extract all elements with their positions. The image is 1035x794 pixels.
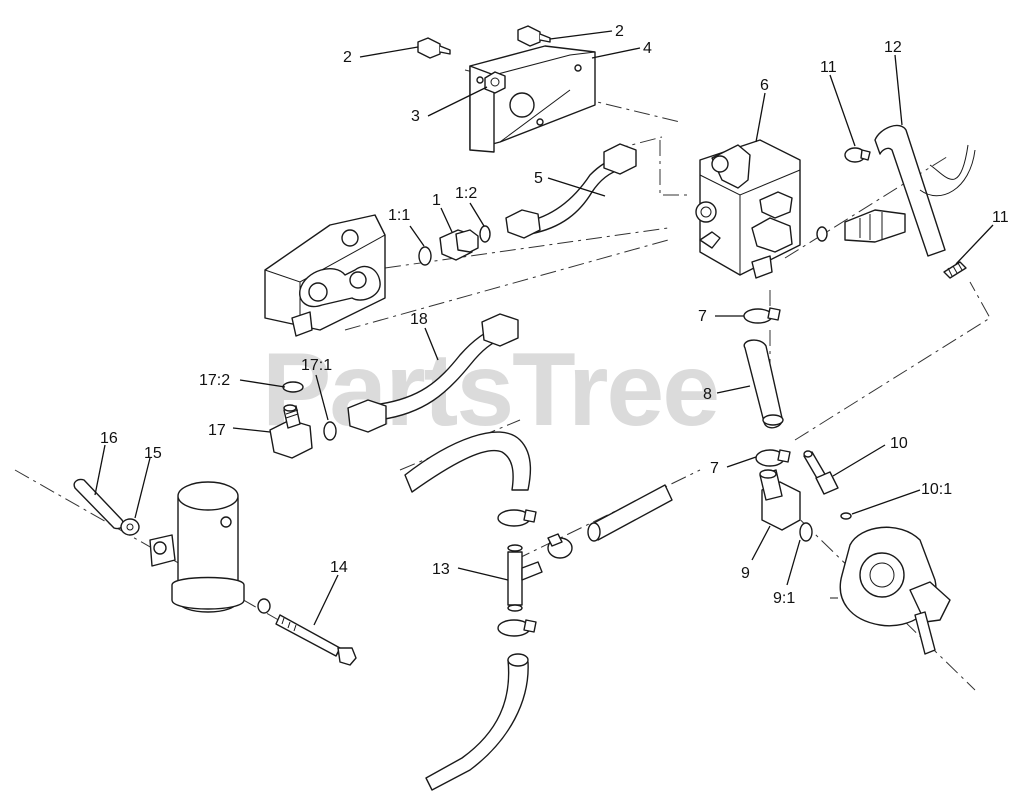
flat-washer[interactable] [120, 518, 140, 536]
callout-16: 16 [100, 430, 118, 447]
callout-17-2: 17:2 [199, 372, 230, 389]
callout-15: 15 [144, 445, 162, 462]
valve-side-hose-fitting[interactable] [816, 209, 906, 243]
callout-11-right: 11 [992, 209, 1009, 226]
bracket-nut[interactable] [484, 71, 506, 94]
upper-curved-hose[interactable] [404, 431, 532, 493]
hose-clamp-upper[interactable] [743, 307, 781, 324]
callout-7-upper: 7 [698, 308, 707, 325]
callout-3: 3 [411, 108, 420, 125]
callout-1: 1 [432, 192, 441, 209]
callout-2-left: 2 [343, 49, 352, 66]
filter-canister[interactable] [149, 481, 245, 613]
hose-clamp-top[interactable] [844, 147, 871, 163]
o-ring-9-1[interactable] [799, 522, 813, 542]
callout-11-top: 11 [820, 59, 837, 76]
callout-10: 10 [890, 435, 908, 452]
elbow-fitting[interactable] [269, 404, 313, 459]
adapter-fitting[interactable] [439, 229, 479, 261]
suction-hose[interactable] [743, 339, 784, 429]
callout-2-right: 2 [615, 23, 624, 40]
o-ring-10-1[interactable] [840, 512, 852, 520]
straight-hose-segment[interactable] [587, 484, 673, 542]
pump-housing[interactable] [264, 214, 386, 337]
hydraulic-tube[interactable] [505, 143, 637, 239]
mounting-bracket[interactable] [469, 45, 596, 153]
callout-17: 17 [208, 422, 226, 439]
hose-barb-fitting[interactable] [803, 450, 839, 495]
tee-fitting[interactable] [507, 544, 543, 612]
o-ring-17-1[interactable] [323, 421, 337, 441]
hose-clamp-tee-side[interactable] [547, 533, 573, 559]
lower-curved-hose[interactable] [425, 653, 529, 791]
lock-washer[interactable] [257, 598, 271, 614]
callout-labels: 2 2 3 4 5 6 11 12 11 1:1 1 1:2 7 18 17:1… [100, 23, 1009, 607]
filter-head[interactable] [830, 526, 951, 655]
callout-10-1: 10:1 [921, 481, 952, 498]
callout-17-1: 17:1 [301, 357, 332, 374]
callout-1-2: 1:2 [455, 185, 477, 202]
callout-18: 18 [410, 311, 428, 328]
spacer-sleeve[interactable] [73, 478, 124, 530]
callout-6: 6 [760, 77, 769, 94]
hose-clamp-lower[interactable] [755, 449, 791, 467]
o-ring-17-2[interactable] [282, 381, 304, 393]
callout-4: 4 [643, 40, 652, 57]
bracket-bolt-left[interactable] [417, 37, 451, 59]
return-hose[interactable] [874, 124, 976, 257]
hose-clamp-right[interactable] [943, 261, 967, 279]
callout-7-lower: 7 [710, 460, 719, 477]
callout-13: 13 [432, 561, 450, 578]
mounting-bolt[interactable] [275, 614, 357, 666]
callout-14: 14 [330, 559, 348, 576]
o-ring-1-2[interactable] [479, 225, 491, 243]
hose-clamp-tee-bottom[interactable] [497, 619, 537, 637]
valve-block[interactable] [695, 139, 801, 279]
o-ring-1-1[interactable] [418, 246, 432, 266]
callout-1-1: 1:1 [388, 207, 410, 224]
pressure-tube[interactable] [347, 313, 519, 433]
callout-9: 9 [741, 565, 750, 582]
bracket-bolt-right[interactable] [517, 25, 551, 47]
callout-8: 8 [703, 386, 712, 403]
hose-clamp-tee-top[interactable] [497, 509, 537, 527]
callout-12: 12 [884, 39, 902, 56]
elbow-fitting-9[interactable] [759, 469, 801, 531]
callout-9-1: 9:1 [773, 590, 795, 607]
callout-5: 5 [534, 170, 543, 187]
leader-lines [94, 30, 994, 626]
